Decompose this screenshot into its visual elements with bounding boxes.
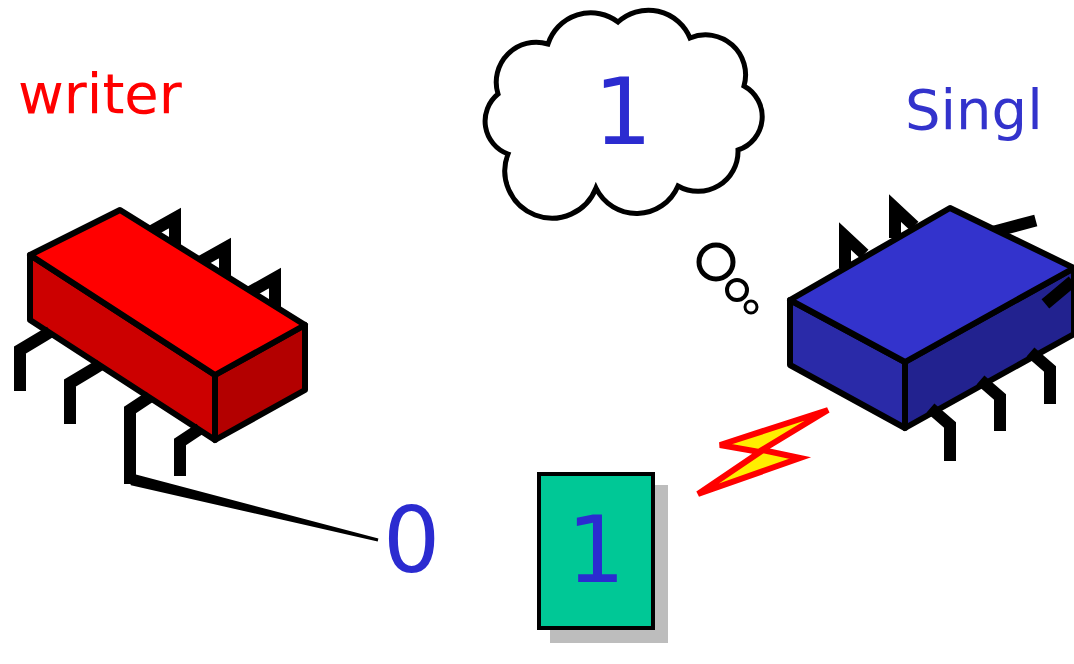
reader-chip: [790, 208, 1074, 428]
register-box: 1: [537, 472, 655, 630]
cloud-outline: [485, 10, 762, 218]
value-text: 1: [594, 67, 653, 159]
thought-bubble: [699, 245, 733, 279]
lightning-bolt: [698, 410, 828, 494]
chip-legs: [20, 335, 195, 478]
value-text: 1: [567, 505, 626, 597]
thought-cloud: 1: [468, 4, 778, 199]
write-wire: [128, 474, 378, 540]
thought-bubble: [745, 301, 757, 313]
writer-chip: [30, 210, 305, 440]
role-label: writer: [18, 66, 182, 122]
role-label: Singl: [905, 82, 1043, 138]
written-value: 0: [383, 496, 440, 586]
chip-legs: [935, 285, 1068, 455]
thought-bubble: [727, 280, 747, 300]
